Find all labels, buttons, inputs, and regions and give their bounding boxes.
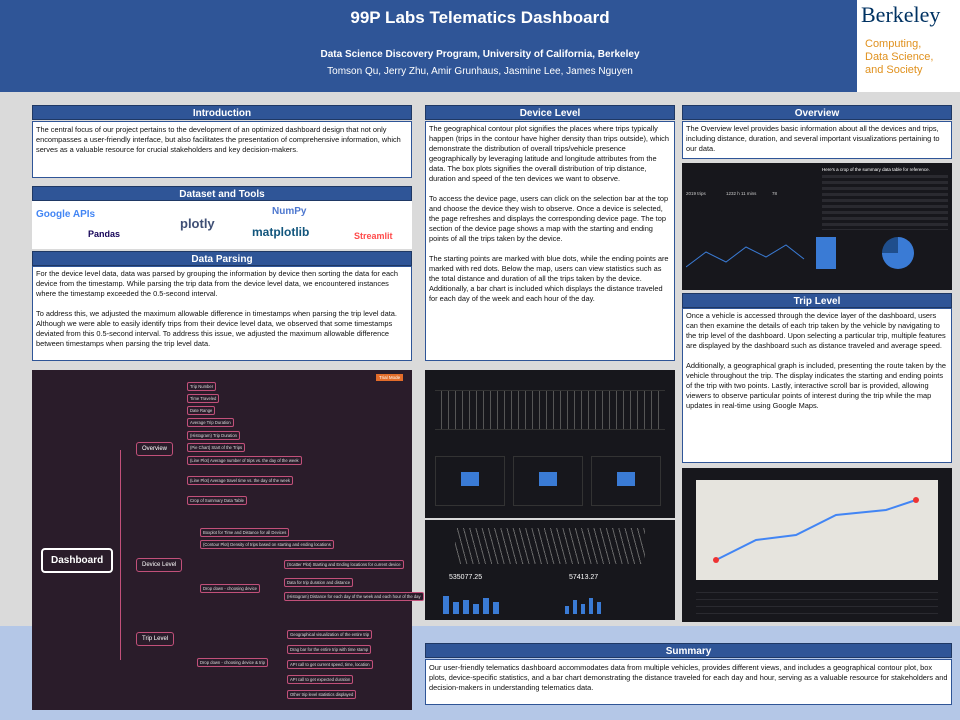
boxplot-3 bbox=[591, 456, 661, 506]
logo-wordmark: Berkeley bbox=[861, 2, 941, 27]
histogram bbox=[816, 237, 836, 269]
overview-item: Time Traveled bbox=[187, 394, 220, 403]
overview-item: Date Range bbox=[187, 406, 216, 415]
trip-level-text: Once a vehicle is accessed through the d… bbox=[686, 311, 946, 410]
tools-logos: Google APIs Pandas plotly NumPy matplotl… bbox=[32, 201, 412, 249]
mindmap-root: Dashboard bbox=[41, 548, 114, 573]
trip-dropdown: Drop down - choosing device & trip bbox=[197, 658, 268, 667]
kpi-count: 78 bbox=[772, 191, 778, 196]
program-name: Data Science Discovery Program, Universi… bbox=[320, 49, 640, 60]
matplotlib-logo: matplotlib bbox=[252, 225, 310, 239]
device-boxplot-screenshot bbox=[425, 370, 675, 518]
streamlit-logo: Streamlit bbox=[354, 231, 393, 241]
overview-text: The Overview level provides basic inform… bbox=[686, 124, 940, 153]
mindmap-trunk bbox=[120, 450, 121, 660]
logo-line-2: Data Science, bbox=[865, 51, 934, 63]
distance-bar bbox=[573, 600, 577, 614]
contour-plot bbox=[435, 390, 665, 430]
kpi-time: 1232 h 11 mins bbox=[726, 191, 757, 196]
distance-bar bbox=[453, 602, 459, 614]
trip-item: Other trip level statistics displayed bbox=[287, 690, 357, 699]
total-distance-stat: 535077.25 bbox=[449, 574, 483, 581]
parsing-heading: Data Parsing bbox=[32, 251, 412, 266]
overview-heading: Overview bbox=[682, 105, 952, 120]
boxplot-2 bbox=[513, 456, 583, 506]
dashboard-mindmap: Trial Mode Dashboard Overview Device Lev… bbox=[32, 370, 424, 710]
poster-title: 99P Labs Telematics Dashboard bbox=[350, 8, 610, 27]
distance-bar bbox=[589, 598, 593, 614]
introduction-text: The central focus of our project pertain… bbox=[36, 125, 401, 154]
kpi-trips: 2019 trips bbox=[686, 191, 706, 196]
device-item: Data for trip duration and distance bbox=[284, 578, 354, 587]
logo-line-3: and Society bbox=[865, 64, 923, 76]
summary-text: Our user-friendly telematics dashboard a… bbox=[429, 663, 948, 692]
google-apis-logo: Google APIs bbox=[36, 209, 96, 220]
introduction-heading: Introduction bbox=[32, 105, 412, 120]
berkeley-logo: Berkeley Computing, Data Science, and So… bbox=[857, 0, 960, 92]
parsing-box: For the device level data, data was pars… bbox=[32, 266, 412, 361]
pandas-logo: Pandas bbox=[88, 229, 121, 239]
trip-level-box: Once a vehicle is accessed through the d… bbox=[682, 308, 952, 463]
device-item: (Contour Plot) Density of trips based on… bbox=[200, 540, 334, 549]
trip-map-screenshot bbox=[682, 468, 952, 622]
distance-bar bbox=[443, 596, 449, 614]
device-level-box: The geographical contour plot signifies … bbox=[425, 121, 675, 361]
overview-item: Trip Number bbox=[187, 382, 217, 391]
overview-item: (Line Plot) Average travel time vs. the … bbox=[187, 476, 294, 485]
device-item: Boxplot for Time and Distance for all De… bbox=[200, 528, 290, 537]
pie-chart bbox=[882, 237, 914, 269]
trip-level-heading: Trip Level bbox=[682, 293, 952, 308]
device-dropdown: Drop down - choosing device bbox=[200, 584, 261, 593]
summary-table bbox=[822, 175, 948, 230]
summary-heading: Summary bbox=[425, 643, 952, 658]
introduction-box: The central focus of our project pertain… bbox=[32, 121, 412, 178]
trip-item: Drag bar for the entire trip with time s… bbox=[287, 645, 372, 654]
overview-item: (Line Plot) Average number of trips vs. … bbox=[187, 456, 302, 465]
trip-stats bbox=[696, 586, 938, 614]
mindmap-trip-level: Trip Level bbox=[136, 632, 175, 646]
device-item: (Histogram) Distance for each day of the… bbox=[284, 592, 424, 601]
trip-item: API call to get expected duration bbox=[287, 675, 354, 684]
overview-item: Crop of Summary Data Table bbox=[187, 496, 247, 505]
overview-item: (Histogram) Trip Duration bbox=[187, 431, 241, 440]
overview-item: (Pie Chart) Start of the Trips bbox=[187, 443, 246, 452]
overview-box: The Overview level provides basic inform… bbox=[682, 121, 952, 159]
distance-bar bbox=[483, 598, 489, 614]
logo-line-1: Computing, bbox=[865, 38, 922, 50]
parsing-text: For the device level data, data was pars… bbox=[36, 269, 398, 348]
total-duration-stat: 57413.27 bbox=[569, 574, 599, 581]
poster-header: 99P Labs Telematics Dashboard Data Scien… bbox=[0, 0, 960, 92]
trip-map bbox=[696, 480, 938, 580]
device-level-text: The geographical contour plot signifies … bbox=[429, 124, 669, 303]
author-list: Tomson Qu, Jerry Zhu, Amir Grunhaus, Jas… bbox=[327, 66, 633, 77]
summary-box: Our user-friendly telematics dashboard a… bbox=[425, 659, 952, 705]
device-map bbox=[455, 528, 645, 564]
route-line bbox=[713, 497, 919, 563]
numpy-logo: NumPy bbox=[272, 206, 307, 217]
mindmap-device-level: Device Level bbox=[136, 558, 183, 572]
boxplot-1 bbox=[435, 456, 505, 506]
device-stats-screenshot: 535077.25 57413.27 bbox=[425, 520, 675, 620]
distance-bar bbox=[473, 604, 479, 614]
mindmap-overview: Overview bbox=[136, 442, 174, 456]
trial-mode-badge: Trial Mode bbox=[376, 374, 404, 381]
distance-bar bbox=[463, 600, 469, 614]
trip-item: Geographical visualization of the entire… bbox=[287, 630, 373, 639]
plotly-logo: plotly bbox=[180, 216, 215, 231]
logo-subtitle: Computing, Data Science, and Society bbox=[865, 38, 933, 77]
overview-item: Average Trip Duration bbox=[187, 418, 234, 427]
device-item: (Scatter Plot) Starting and Ending locat… bbox=[284, 560, 404, 569]
device-level-heading: Device Level bbox=[425, 105, 675, 120]
distance-bar bbox=[581, 604, 585, 614]
table-caption: Here's a crop of the summary data table … bbox=[822, 167, 930, 172]
trip-item: API call to get current speed, time, loc… bbox=[287, 660, 373, 669]
distance-bar bbox=[493, 602, 499, 614]
distance-bar bbox=[565, 606, 569, 614]
distance-bar bbox=[597, 602, 601, 614]
dataset-heading: Dataset and Tools bbox=[32, 186, 412, 201]
overview-screenshot: 2019 trips 1232 h 11 mins 78 Here's a cr… bbox=[682, 163, 952, 290]
line-plot bbox=[686, 244, 805, 268]
